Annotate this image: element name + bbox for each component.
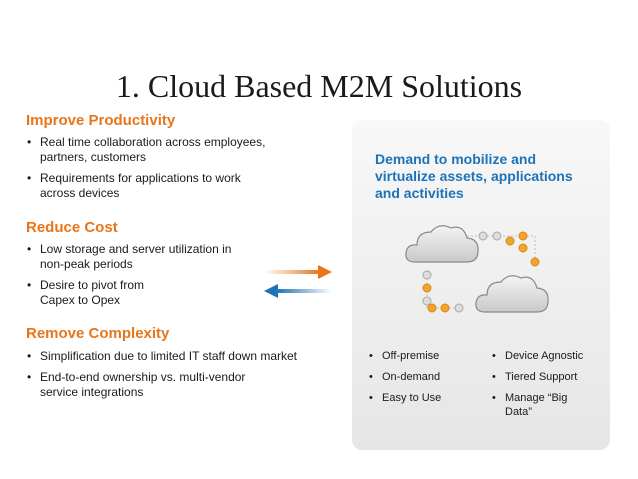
arrows-graphic (264, 265, 332, 298)
list-item: Real time collaboration across employees… (26, 135, 300, 165)
bullet-list-productivity: Real time collaboration across employees… (26, 135, 316, 207)
cloud-icon (475, 275, 549, 313)
list-item: Low storage and server utilization in no… (26, 242, 250, 272)
network-node-dots (422, 231, 540, 313)
list-item: Simplification due to limited IT staff d… (26, 349, 300, 364)
list-item: Tiered Support (491, 370, 601, 384)
list-item: End-to-end ownership vs. multi-vendor se… (26, 370, 285, 400)
list-item: On-demand (368, 370, 478, 384)
bullet-list-cost: Low storage and server utilization in no… (26, 242, 316, 314)
panel-bullets-right: Device Agnostic Tiered Support Manage “B… (491, 349, 601, 426)
list-item: Requirements for applications to work ac… (26, 171, 265, 201)
slide-title: 1. Cloud Based M2M Solutions (115, 68, 523, 104)
panel-title: Demand to mobilize and virtualize assets… (375, 151, 573, 201)
bullet-list-complexity: Simplification due to limited IT staff d… (26, 349, 316, 406)
list-item: Off-premise (368, 349, 478, 363)
list-item: Device Agnostic (491, 349, 601, 363)
heading-reduce-cost: Reduce Cost (26, 219, 118, 236)
cloud-network-graphic (405, 225, 549, 313)
list-item: Manage “Big Data” (491, 391, 583, 419)
list-item: Easy to Use (368, 391, 478, 405)
list-item: Desire to pivot from Capex to Opex (26, 278, 170, 308)
heading-improve-productivity: Improve Productivity (26, 112, 176, 129)
cloud-icon (405, 225, 479, 263)
heading-remove-complexity: Remove Complexity (26, 325, 170, 342)
arrow-left-icon (264, 284, 332, 298)
panel-bullets-left: Off-premise On-demand Easy to Use (368, 349, 478, 412)
arrow-right-icon (264, 265, 332, 279)
